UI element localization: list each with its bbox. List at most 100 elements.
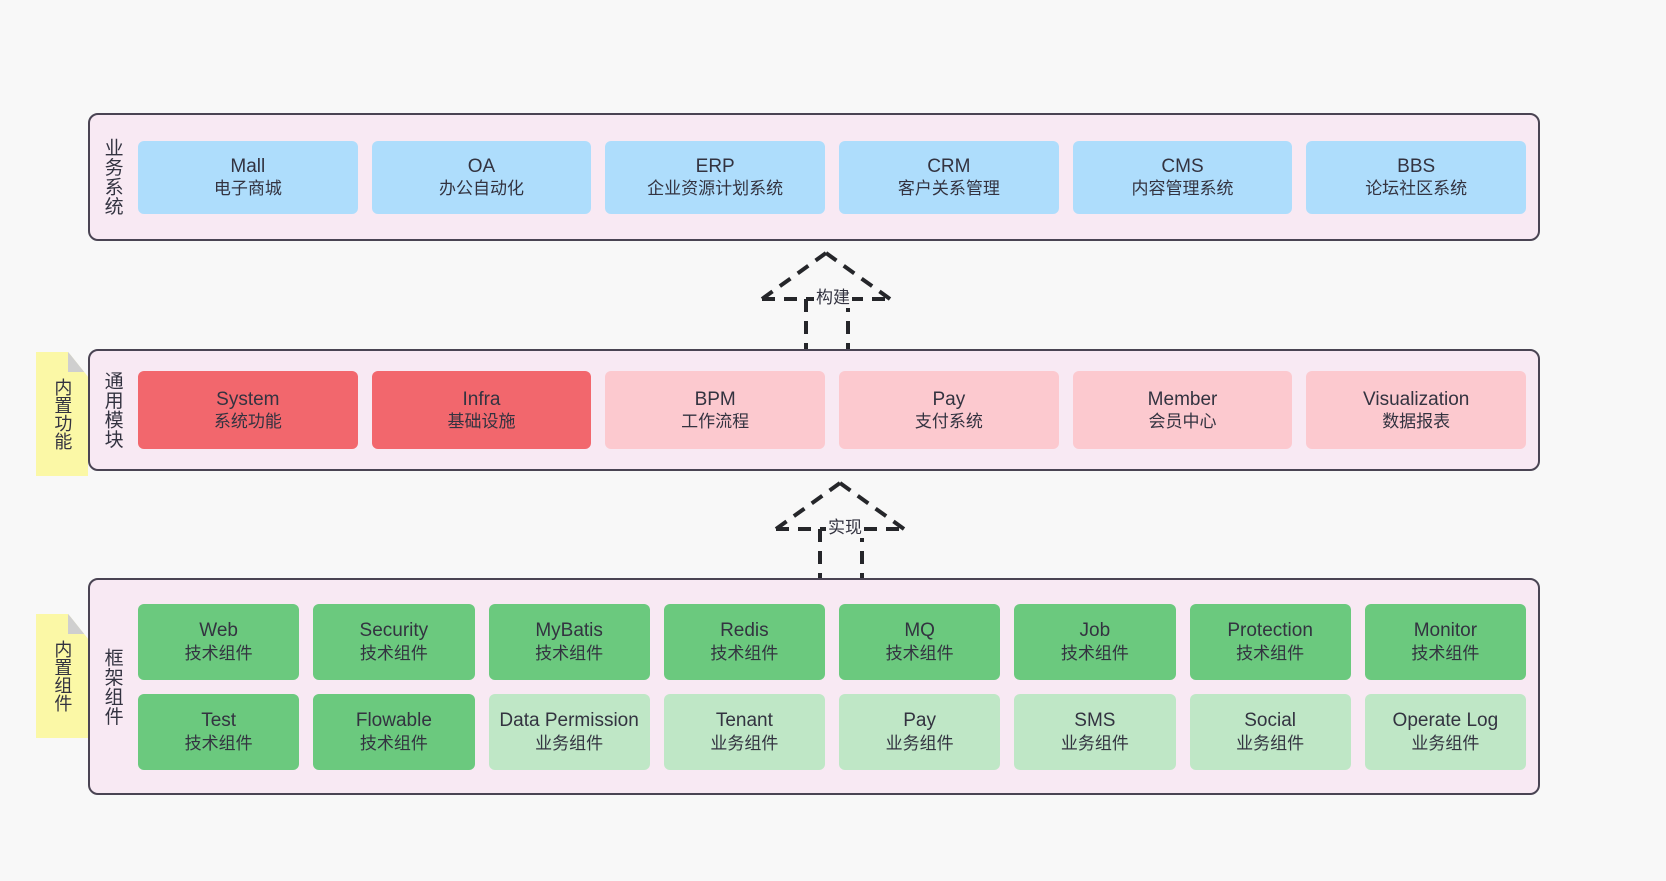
node-operate-log-title: Operate Log [1392,710,1499,731]
sticky-note-builtin-component: 内置组件 [36,614,88,738]
node-cms-title: CMS [1161,155,1204,177]
connector-build: 构建 [744,241,944,349]
node-mybatis-title: MyBatis [535,620,603,641]
node-web[interactable]: Web 技术组件 [138,603,300,680]
node-bbs-subtitle: 论坛社区系统 [1365,179,1468,199]
node-crm-subtitle: 客户关系管理 [897,179,1000,199]
layer-business-system: 业务系统 Mall 电子商城 OA 办公自动化 ERP 企业资源计划系统 CRM… [88,113,1540,241]
node-member-subtitle: 会员中心 [1148,412,1217,432]
node-member[interactable]: Member 会员中心 [1072,371,1293,449]
node-crm-title: CRM [927,155,971,177]
node-infra-title: Infra [462,388,501,410]
node-web-subtitle: 技术组件 [184,643,253,663]
layer-business-system-title: 业务系统 [101,138,123,216]
node-test[interactable]: Test 技术组件 [138,693,300,770]
node-data-permission-subtitle: 业务组件 [535,733,604,753]
connector-implement-label: 实现 [826,513,864,538]
layer-common-module-body: System 系统功能 Infra 基础设施 BPM 工作流程 Pay 支付系统… [134,351,1538,469]
connector-build-label: 构建 [814,283,852,308]
node-mall-title: Mall [230,155,266,177]
sticky-note-builtin-function: 内置功能 [36,352,88,476]
node-monitor[interactable]: Monitor 技术组件 [1364,603,1526,680]
node-bbs-title: BBS [1397,155,1436,177]
sticky-note-builtin-component-label: 内置组件 [52,640,73,712]
sticky-fold-corner-icon [68,614,88,634]
node-flowable[interactable]: Flowable 技术组件 [313,693,475,770]
sticky-fold-corner-icon [68,352,88,372]
node-tenant-subtitle: 业务组件 [710,733,779,753]
node-bbs[interactable]: BBS 论坛社区系统 [1306,140,1527,214]
node-crm[interactable]: CRM 客户关系管理 [839,140,1059,214]
business-node-row: Mall 电子商城 OA 办公自动化 ERP 企业资源计划系统 CRM 客户关系… [138,140,1527,214]
node-redis-subtitle: 技术组件 [710,643,779,663]
node-security[interactable]: Security 技术组件 [313,603,475,680]
layer-common-module-title: 通用模块 [101,371,123,449]
node-visualization[interactable]: Visualization 数据报表 [1306,371,1527,449]
node-pay-module-title: Pay [932,388,966,410]
node-mybatis-subtitle: 技术组件 [535,643,604,663]
node-cms[interactable]: CMS 内容管理系统 [1072,140,1293,214]
node-monitor-title: Monitor [1413,620,1478,641]
node-sms[interactable]: SMS 业务组件 [1014,693,1176,770]
node-web-title: Web [199,620,238,641]
node-protection-subtitle: 技术组件 [1236,643,1305,663]
node-tenant[interactable]: Tenant 业务组件 [663,693,825,770]
node-pay-component[interactable]: Pay 业务组件 [839,693,1001,770]
node-pay-module[interactable]: Pay 支付系统 [839,371,1059,449]
node-erp-subtitle: 企业资源计划系统 [647,179,784,199]
layer-framework-component-body: Web 技术组件 Security 技术组件 MyBatis 技术组件 Redi… [134,580,1538,793]
connector-implement: 实现 [758,471,958,578]
node-redis-title: Redis [720,620,769,641]
node-infra[interactable]: Infra 基础设施 [371,371,592,449]
node-social[interactable]: Social 业务组件 [1189,693,1351,770]
node-erp-title: ERP [695,155,735,177]
node-test-title: Test [201,710,237,731]
common-node-row: System 系统功能 Infra 基础设施 BPM 工作流程 Pay 支付系统… [138,371,1527,449]
node-data-permission[interactable]: Data Permission 业务组件 [488,693,650,770]
node-flowable-title: Flowable [355,710,432,731]
node-mq-title: MQ [904,620,935,641]
node-operate-log[interactable]: Operate Log 业务组件 [1364,693,1526,770]
layer-framework-component: 框架组件 Web 技术组件 Security 技术组件 MyBatis 技术组件… [88,578,1540,795]
node-pay-component-subtitle: 业务组件 [885,733,954,753]
node-mall[interactable]: Mall 电子商城 [138,140,358,214]
node-mall-subtitle: 电子商城 [213,179,282,199]
node-social-title: Social [1244,710,1296,731]
node-system-title: System [216,388,280,410]
node-system-subtitle: 系统功能 [213,412,282,432]
node-bpm-title: BPM [694,388,736,410]
node-job[interactable]: Job 技术组件 [1014,603,1176,680]
node-security-title: Security [359,620,429,641]
node-data-permission-title: Data Permission [499,710,639,731]
node-job-title: Job [1079,620,1111,641]
node-system[interactable]: System 系统功能 [138,371,358,449]
node-oa-subtitle: 办公自动化 [439,179,524,199]
node-protection[interactable]: Protection 技术组件 [1189,603,1351,680]
node-pay-component-title: Pay [903,710,936,731]
node-mq[interactable]: MQ 技术组件 [839,603,1001,680]
node-visualization-subtitle: 数据报表 [1382,412,1451,432]
node-protection-title: Protection [1227,620,1313,641]
node-monitor-subtitle: 技术组件 [1411,643,1480,663]
node-redis[interactable]: Redis 技术组件 [663,603,825,680]
node-oa-title: OA [467,155,496,177]
node-member-title: Member [1147,388,1218,410]
node-pay-module-subtitle: 支付系统 [914,412,983,432]
node-sms-subtitle: 业务组件 [1060,733,1129,753]
node-mq-subtitle: 技术组件 [885,643,954,663]
node-erp[interactable]: ERP 企业资源计划系统 [605,140,826,214]
node-operate-log-subtitle: 业务组件 [1411,733,1480,753]
node-mybatis[interactable]: MyBatis 技术组件 [488,603,650,680]
node-infra-subtitle: 基础设施 [447,412,516,432]
node-visualization-title: Visualization [1363,388,1470,410]
node-oa[interactable]: OA 办公自动化 [371,140,592,214]
sticky-note-builtin-function-label: 内置功能 [52,378,73,450]
node-tenant-title: Tenant [715,710,773,731]
node-bpm-subtitle: 工作流程 [681,412,750,432]
layer-common-module: 通用模块 System 系统功能 Infra 基础设施 BPM 工作流程 Pay… [88,349,1540,471]
node-bpm[interactable]: BPM 工作流程 [605,371,826,449]
framework-business-row: Test 技术组件 Flowable 技术组件 Data Permission … [138,693,1526,770]
node-job-subtitle: 技术组件 [1060,643,1129,663]
node-social-subtitle: 业务组件 [1236,733,1305,753]
